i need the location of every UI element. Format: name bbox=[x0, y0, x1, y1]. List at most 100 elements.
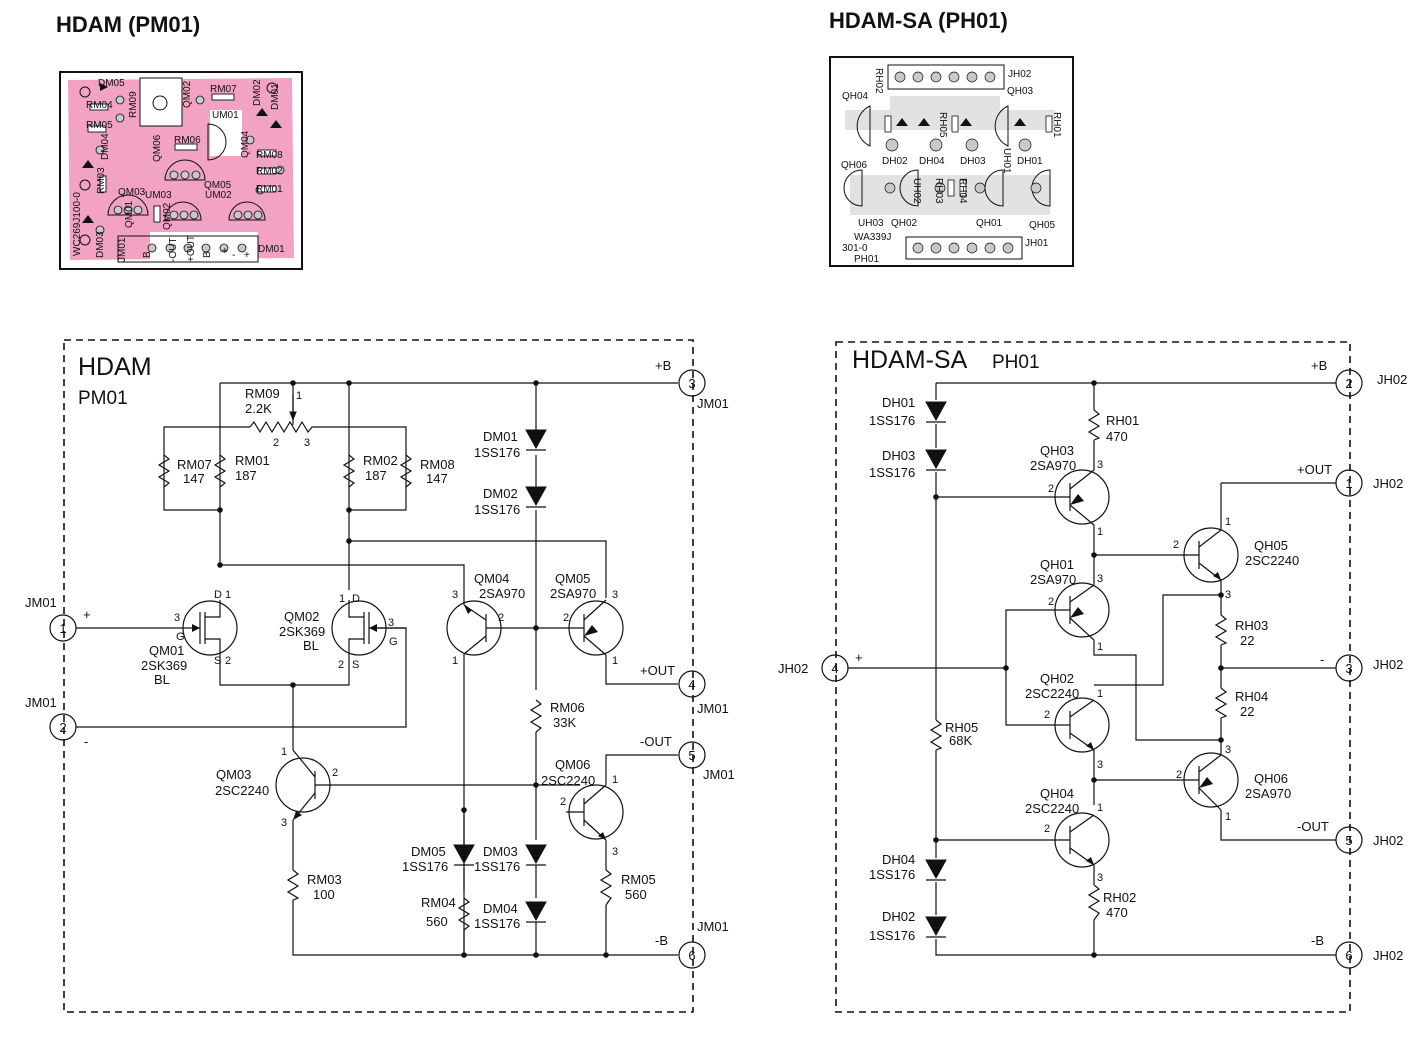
pin-number: 1 bbox=[1345, 476, 1352, 491]
connector-label: JH02 bbox=[778, 661, 808, 676]
pcb-mark: QM05 bbox=[204, 180, 232, 191]
pin-circle bbox=[1335, 369, 1363, 397]
ref-label: RM04 bbox=[421, 895, 456, 910]
value-label: 2SK369 bbox=[279, 624, 325, 639]
pin-number: 2 bbox=[1345, 376, 1352, 391]
hdam-subtitle: PM01 bbox=[78, 388, 128, 409]
connector-label: JH02 bbox=[1373, 476, 1403, 491]
pcb-terminal: + bbox=[244, 250, 250, 261]
pin-number: 4 bbox=[688, 677, 695, 692]
diode-dh01 bbox=[925, 401, 947, 422]
ref-label: RM05 bbox=[621, 872, 656, 887]
ref-label: DH01 bbox=[882, 395, 915, 410]
hdam-wires bbox=[76, 382, 678, 956]
transistor-qh03 bbox=[1054, 469, 1110, 526]
pcb-mark: DM05 bbox=[98, 78, 125, 89]
ref-label: RM09 bbox=[245, 386, 280, 401]
ref-label: RM06 bbox=[550, 700, 585, 715]
hdam-connectors bbox=[49, 369, 706, 969]
rail-pos-label: +B bbox=[1311, 358, 1327, 373]
pcb-mark: RH02 bbox=[873, 68, 884, 94]
connector-label: JM01 bbox=[697, 396, 729, 411]
pin-number: 2 bbox=[59, 720, 66, 735]
value-label: 470 bbox=[1106, 429, 1128, 444]
svg-text:3: 3 bbox=[1097, 573, 1103, 585]
hdam-junctions bbox=[217, 380, 609, 958]
diode-dh03 bbox=[925, 449, 947, 470]
pcb-mark: DH01 bbox=[1017, 156, 1043, 167]
ref-label: RM07 bbox=[177, 457, 212, 472]
pcb-mark: QH01 bbox=[976, 218, 1003, 229]
pcb-mark: UM02 bbox=[205, 190, 232, 201]
pcb-mark: RM05 bbox=[86, 120, 113, 131]
value-label: 470 bbox=[1106, 905, 1128, 920]
diode-dm02 bbox=[525, 486, 547, 508]
resistor-rm08 bbox=[399, 454, 413, 488]
svg-text:2: 2 bbox=[560, 796, 566, 808]
pcb-terminal: -OUT bbox=[168, 238, 179, 262]
pin-number: 1 bbox=[59, 621, 66, 636]
ref-label: RH05 bbox=[945, 720, 978, 735]
resistor-rh01 bbox=[1087, 409, 1101, 441]
ref-label: QM06 bbox=[555, 757, 590, 772]
ref-label: QM02 bbox=[284, 609, 319, 624]
value-label: 2SC2240 bbox=[541, 773, 595, 788]
jfet-qm02 bbox=[331, 600, 406, 656]
value-label: 2SA970 bbox=[479, 586, 525, 601]
svg-text:1: 1 bbox=[612, 774, 618, 786]
value-label: 22 bbox=[1240, 704, 1254, 719]
ref-label: QM01 bbox=[149, 643, 184, 658]
ref-label: RM03 bbox=[307, 872, 342, 887]
out-neg-label: -OUT bbox=[1297, 819, 1329, 834]
resistor-rm09 bbox=[249, 420, 349, 434]
value-label: 1SS176 bbox=[474, 502, 520, 517]
value-label: 1SS176 bbox=[869, 867, 915, 882]
value-label: 2SA970 bbox=[1030, 572, 1076, 587]
svg-text:3: 3 bbox=[304, 437, 310, 449]
rail-neg-label: -B bbox=[1311, 933, 1324, 948]
in-pos-label: + bbox=[855, 650, 863, 665]
connector-label: JM01 bbox=[697, 701, 729, 716]
value-label: 1SS176 bbox=[869, 928, 915, 943]
value-label: 22 bbox=[1240, 633, 1254, 648]
svg-text:1: 1 bbox=[1225, 516, 1231, 528]
value-label: 2SA970 bbox=[1245, 786, 1291, 801]
svg-text:2: 2 bbox=[225, 655, 231, 667]
value-label: 2.2K bbox=[245, 401, 272, 416]
pcb-code: WA339J bbox=[854, 232, 891, 243]
pin-circle bbox=[49, 614, 77, 642]
pcb-mark: UM01 bbox=[212, 110, 239, 121]
ref-label: QH05 bbox=[1254, 538, 1288, 553]
pcb-mark: UH03 bbox=[858, 218, 884, 229]
svg-text:D: D bbox=[214, 589, 222, 601]
pin-circle bbox=[678, 941, 706, 969]
pcb-mark: RM09 bbox=[128, 91, 139, 118]
pcb-mark: JH01 bbox=[1025, 238, 1049, 249]
pin-number: 6 bbox=[1345, 948, 1352, 963]
pcb-mark: RM03 bbox=[96, 167, 107, 194]
pin-number: 3 bbox=[1345, 661, 1352, 676]
diode-dm03 bbox=[525, 844, 547, 866]
ref-label: DM01 bbox=[483, 429, 518, 444]
svg-text:G: G bbox=[176, 631, 185, 643]
connector-label: JM01 bbox=[25, 595, 57, 610]
value-label: 2SC2240 bbox=[1025, 686, 1079, 701]
ref-label: DM05 bbox=[411, 844, 446, 859]
svg-text:S: S bbox=[352, 659, 359, 671]
pcb-mark: JH02 bbox=[1008, 69, 1032, 80]
pcb-hdam-sa-marks: RH02 JH02 QH04 QH03 RH05 RH04 RH01 QH06 … bbox=[841, 68, 1062, 265]
pcb-mark: RH03 bbox=[933, 178, 944, 204]
ref-label: DH03 bbox=[882, 448, 915, 463]
pcb-terminal: B bbox=[202, 251, 213, 258]
pcb-mark: QM02 bbox=[162, 202, 173, 230]
value-label: 1SS176 bbox=[474, 859, 520, 874]
value-label: 33K bbox=[553, 715, 576, 730]
svg-text:3: 3 bbox=[174, 612, 180, 624]
svg-text:2: 2 bbox=[1048, 483, 1054, 495]
pcb-mark: QH05 bbox=[1029, 220, 1056, 231]
pcb-mark: RH01 bbox=[1051, 112, 1062, 138]
pcb-mark: DM03 bbox=[95, 231, 106, 258]
pcb-mark: RM02 bbox=[256, 166, 283, 177]
value-label: 1SS176 bbox=[474, 916, 520, 931]
